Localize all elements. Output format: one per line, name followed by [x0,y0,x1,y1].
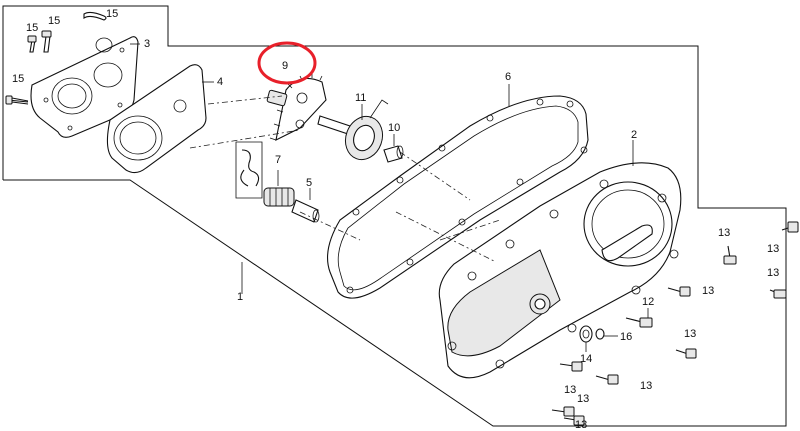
label-part-12: 12 [642,296,654,308]
label-part-16: 16 [620,331,632,343]
label-part-13c: 13 [767,267,779,279]
label-part-5: 5 [306,177,312,189]
bolt-13-group [551,221,799,426]
highlight-circle-part-9 [257,41,317,85]
bolt-15-group [5,11,107,105]
pinion-shaft [291,199,320,223]
label-part-15b: 15 [48,15,60,27]
kickstart-cover-plate [30,36,139,138]
label-part-4: 4 [217,76,223,88]
dowel-pin [595,328,605,340]
cover-gasket [106,64,207,174]
label-part-15d: 15 [12,73,24,85]
label-part-2: 2 [631,129,637,141]
crankcase-cover-gasket [327,95,589,299]
label-part-7: 7 [275,154,281,166]
label-part-10: 10 [388,122,400,134]
cover-washer [579,325,593,343]
label-part-15a: 15 [26,22,38,34]
label-part-13g: 13 [564,384,576,396]
kickstart-bushing [383,145,404,163]
label-part-9: 9 [282,60,288,72]
part-number-labels: 1 2 3 4 5 6 7 9 10 11 12 14 16 13 13 13 … [12,8,779,431]
starter-pinion-assembly [235,141,295,207]
label-part-13h: 13 [577,393,589,405]
kickstarter-driven-gear [266,74,351,141]
label-part-13i: 13 [575,419,587,431]
label-part-13f: 13 [640,380,652,392]
label-part-13a: 13 [718,227,730,239]
label-part-13b: 13 [767,243,779,255]
label-part-13e: 13 [684,328,696,340]
kickstart-spring [344,99,389,161]
assembly-boundary [2,5,787,427]
leader-lines [130,43,649,352]
label-part-15c: 15 [106,8,118,20]
alignment-centre-lines [189,95,501,263]
label-part-13d: 13 [702,285,714,297]
label-part-11: 11 [355,92,366,104]
label-part-1: 1 [237,291,243,303]
left-crankcase-cover [438,162,682,379]
label-part-14: 14 [580,353,592,365]
label-part-3: 3 [144,38,150,50]
label-part-6: 6 [505,71,511,83]
bolt-12 [625,317,653,328]
